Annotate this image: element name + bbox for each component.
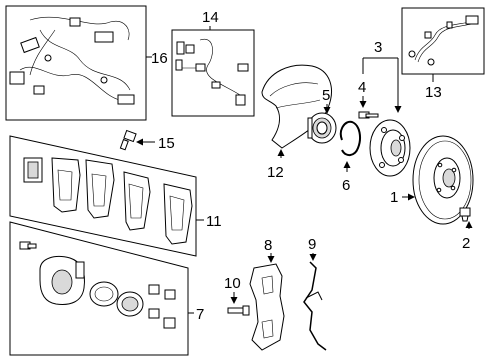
callout-7: 7 xyxy=(196,306,204,323)
callout-15: 15 xyxy=(158,135,175,152)
wheel-hub-3 xyxy=(369,119,411,177)
callout-11: 11 xyxy=(206,213,222,230)
callout-10: 10 xyxy=(224,275,241,292)
sensor-box-14 xyxy=(171,29,255,117)
brake-rotor-1 xyxy=(412,135,474,225)
lug-nut-2 xyxy=(459,207,471,222)
caliper-bracket-8 xyxy=(249,263,285,351)
caliper-box-7 xyxy=(9,221,189,356)
callout-5: 5 xyxy=(322,87,330,104)
harness-box-16 xyxy=(5,5,147,121)
callout-8: 8 xyxy=(264,237,272,254)
callout-13: 13 xyxy=(425,84,442,101)
guide-pin-10 xyxy=(227,305,250,316)
snap-ring-6 xyxy=(339,120,361,156)
callout-3: 3 xyxy=(374,39,382,56)
callout-16: 16 xyxy=(151,50,168,67)
callout-2: 2 xyxy=(462,235,470,252)
callout-6: 6 xyxy=(342,177,350,194)
hose-box-13 xyxy=(401,7,485,75)
pad-clip-9 xyxy=(303,261,327,351)
callout-14: 14 xyxy=(202,9,219,26)
callout-12: 12 xyxy=(267,164,284,181)
bleeder-screw-15 xyxy=(119,129,137,151)
hub-bolt-4 xyxy=(358,111,379,119)
pad-set-box-11 xyxy=(9,135,197,257)
callout-1: 1 xyxy=(390,189,398,206)
callout-4: 4 xyxy=(358,79,366,96)
callout-9: 9 xyxy=(308,236,316,253)
hub-bearing-5 xyxy=(307,112,337,144)
